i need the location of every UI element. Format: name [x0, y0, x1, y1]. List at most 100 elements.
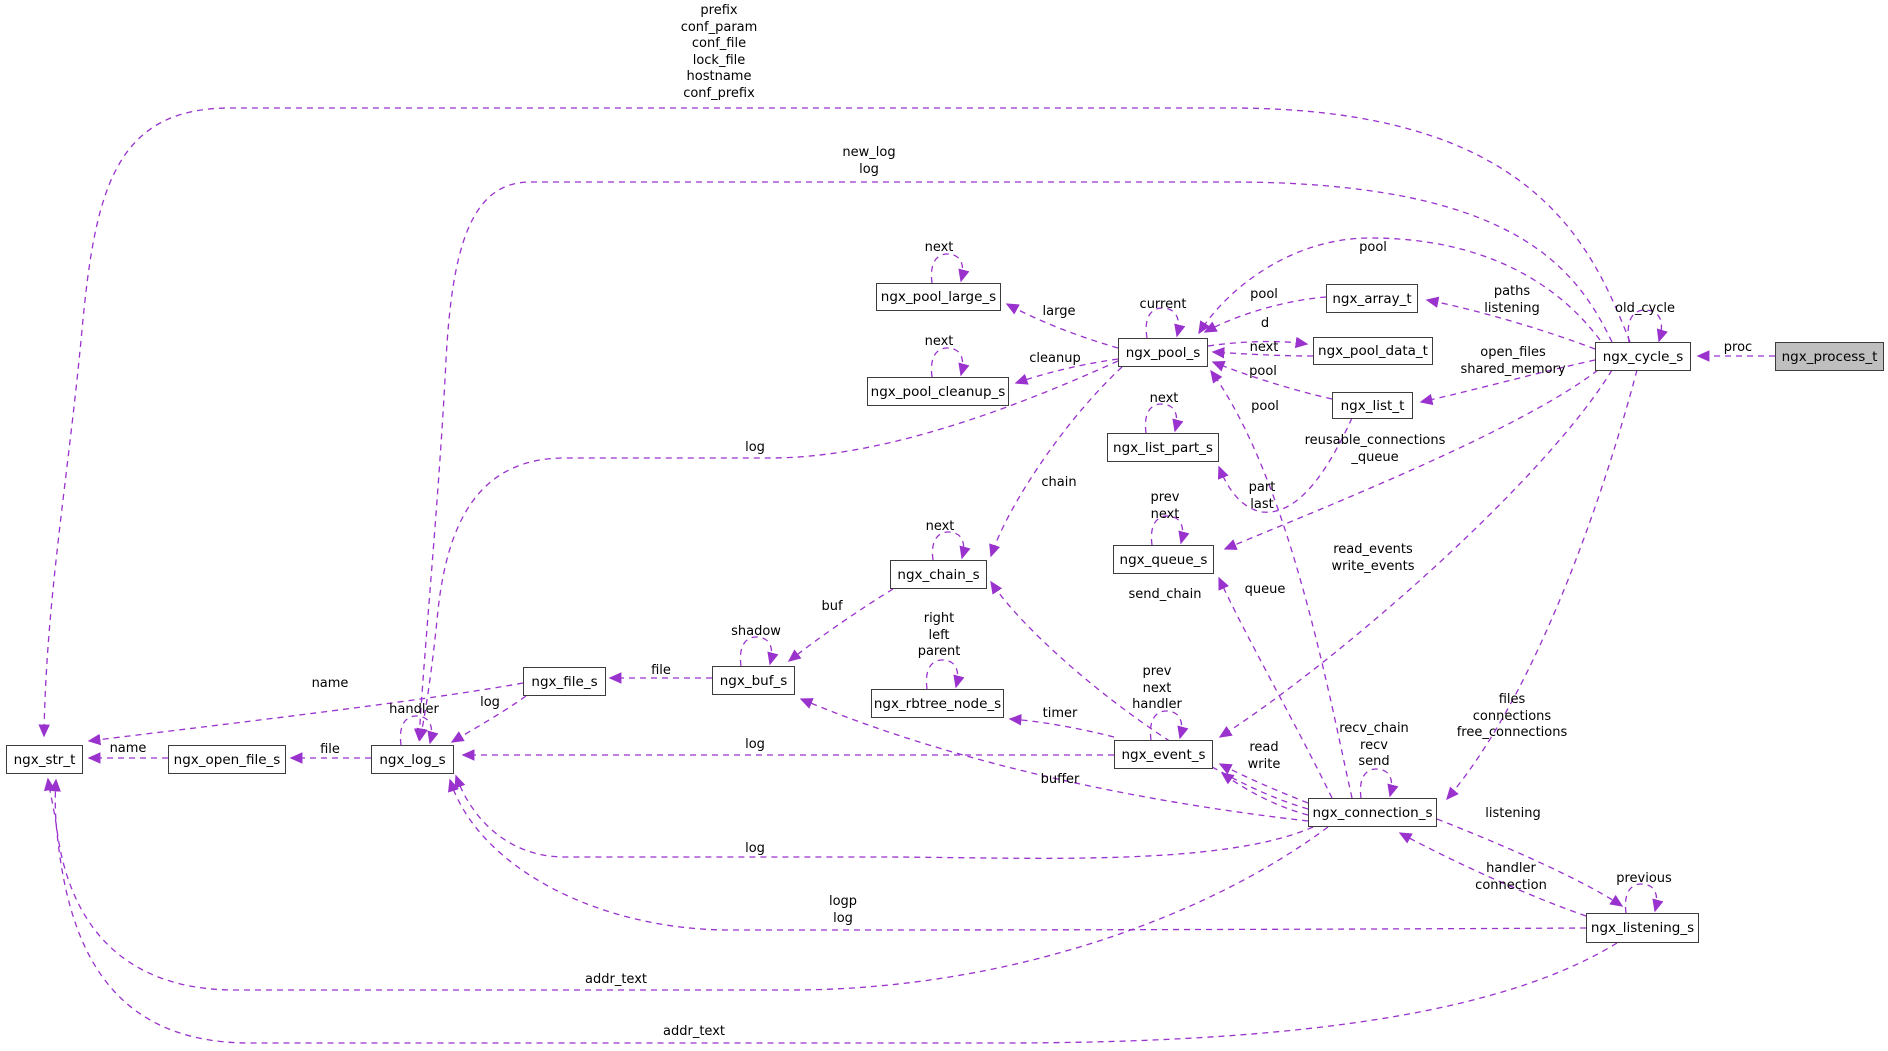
edge-label-pool-conn: pool [1251, 399, 1279, 414]
edge-chain-self-next [931, 531, 971, 561]
edge-label-buffer: buffer [1040, 772, 1080, 787]
edge-label-name-of: name [109, 741, 147, 756]
edge-pool-log [416, 360, 1119, 742]
edge-listpart-self-next [1144, 403, 1184, 434]
edge-label-large: large [1042, 304, 1076, 319]
edge-listening-log-logp [448, 778, 1587, 931]
edge-pool-chain [989, 366, 1123, 558]
edge-label-pool-cycle: pool [1359, 240, 1387, 255]
edge-pool-large [1005, 303, 1119, 349]
edge-label-next-lp: next [1149, 391, 1179, 406]
edge-pool-pooldata-d [1207, 336, 1309, 349]
node-label: ngx_array_t [1332, 290, 1412, 307]
edge-label-chain: chain [1041, 475, 1077, 490]
node-label: ngx_file_s [531, 673, 598, 690]
edge-list-pool [1211, 360, 1333, 400]
node-ngx-list-part-s[interactable]: ngx_list_part_s [1107, 433, 1219, 462]
edge-cycle-event-readevents [1218, 369, 1613, 738]
node-ngx-log-s[interactable]: ngx_log_s [371, 745, 454, 774]
edge-log-self-handler [399, 715, 439, 746]
edge-label-paths: paths listening [1484, 284, 1540, 316]
edge-label-pool-array: pool [1250, 287, 1278, 302]
edge-cycle-queue-reusable [1223, 369, 1599, 550]
node-label: ngx_cycle_s [1602, 348, 1684, 365]
edge-array-pool [1203, 296, 1327, 333]
node-label: ngx_pool_data_t [1318, 343, 1428, 359]
edge-listening-str-addrtext [49, 778, 1618, 1044]
node-label: ngx_connection_s [1312, 804, 1433, 821]
edge-label-log-event: log [745, 737, 765, 752]
edge-cycle-list-openfiles [1419, 359, 1596, 406]
edge-listening-conn-handler [1398, 832, 1587, 917]
node-label: ngx_buf_s [719, 672, 788, 689]
edge-label-handler-log: handler [389, 702, 439, 717]
edge-listening-self-previous [1624, 883, 1664, 914]
edge-label-queue: queue [1244, 582, 1286, 597]
node-label: ngx_pool_cleanup_s [870, 383, 1006, 400]
node-ngx-file-s[interactable]: ngx_file_s [523, 667, 606, 696]
node-ngx-pool-data-t[interactable]: ngx_pool_data_t [1313, 337, 1433, 365]
edge-rbtree-self-rlp [925, 659, 965, 690]
edge-pool-cleanup [1014, 358, 1119, 385]
node-ngx-str-t[interactable]: ngx_str_t [6, 745, 83, 774]
edge-label-newlog: new_log log [842, 145, 896, 177]
node-label: ngx_log_s [379, 751, 446, 768]
node-ngx-pool-cleanup-s[interactable]: ngx_pool_cleanup_s [867, 377, 1009, 406]
edge-label-read-write: read write [1247, 740, 1281, 772]
edge-conn-chain-sendchain [990, 580, 1309, 810]
edge-buf-self-shadow [739, 636, 779, 667]
edge-label-addr-text-2: addr_text [663, 1024, 725, 1039]
edge-label-part-last: part last [1248, 480, 1276, 512]
node-ngx-list-t[interactable]: ngx_list_t [1332, 392, 1413, 419]
node-ngx-listening-s[interactable]: ngx_listening_s [1586, 913, 1699, 943]
edge-large-self-next [930, 253, 970, 284]
node-ngx-pool-s[interactable]: ngx_pool_s [1118, 338, 1208, 367]
edge-label-current: current [1139, 297, 1187, 312]
edge-label-open-files: open_files shared_memory [1460, 345, 1566, 377]
edge-conn-event-write [1220, 772, 1309, 816]
edge-label-name-file: name [311, 676, 349, 691]
edge-label-next-chain: next [925, 519, 955, 534]
edge-cycle-self-oldcycle [1627, 309, 1668, 343]
node-ngx-queue-s[interactable]: ngx_queue_s [1113, 545, 1214, 574]
node-label: ngx_queue_s [1119, 551, 1208, 568]
edge-label-shadow: shadow [731, 624, 781, 639]
edge-label-log-file: log [480, 695, 500, 710]
edge-label-rlp: right left parent [917, 611, 961, 659]
node-ngx-pool-large-s[interactable]: ngx_pool_large_s [876, 283, 1001, 311]
node-label: ngx_str_t [13, 751, 76, 768]
edge-cycle-pool [1198, 237, 1601, 341]
node-ngx-rbtree-node-s[interactable]: ngx_rbtree_node_s [871, 689, 1004, 718]
edge-label-files: files connections free_connections [1456, 692, 1568, 740]
edge-cycle-str-prefix [38, 107, 1631, 738]
node-ngx-event-s[interactable]: ngx_event_s [1114, 740, 1213, 769]
edge-event-rbtree-timer [1008, 714, 1115, 738]
node-ngx-cycle-s[interactable]: ngx_cycle_s [1595, 342, 1691, 371]
edge-label-file-of: file [320, 742, 340, 757]
node-ngx-open-file-s[interactable]: ngx_open_file_s [168, 745, 286, 774]
node-ngx-array-t[interactable]: ngx_array_t [1326, 284, 1418, 313]
edge-label-buf: buf [821, 599, 843, 614]
edge-queue-self-prevnext [1150, 515, 1190, 546]
edge-cycle-conn-files [1446, 369, 1638, 801]
edge-label-prefix: prefix conf_param conf_file lock_file ho… [680, 3, 758, 101]
edge-label-next-large: next [924, 240, 954, 255]
edge-label-cleanup: cleanup [1029, 351, 1081, 366]
edge-conn-listening [1436, 818, 1624, 907]
edge-conn-pool [1210, 369, 1353, 799]
edge-label-pnh-event: prev next handler [1132, 664, 1182, 712]
node-label: ngx_pool_large_s [880, 289, 997, 305]
edge-conn-log [454, 774, 1314, 859]
node-label: ngx_chain_s [897, 566, 980, 583]
edge-label-prev-next-q: prev next [1150, 490, 1180, 522]
node-ngx-chain-s[interactable]: ngx_chain_s [890, 560, 987, 589]
node-ngx-buf-s[interactable]: ngx_buf_s [712, 666, 795, 695]
edge-label-log-conn: log [745, 841, 765, 856]
node-label: ngx_listening_s [1590, 920, 1695, 936]
edge-chain-buf [787, 588, 894, 662]
edge-label-recv: recv_chain recv send [1339, 721, 1409, 769]
edge-label-handler-conn: handler connection [1475, 861, 1547, 893]
node-ngx-connection-s[interactable]: ngx_connection_s [1308, 798, 1437, 827]
node-label: ngx_list_t [1340, 397, 1405, 414]
